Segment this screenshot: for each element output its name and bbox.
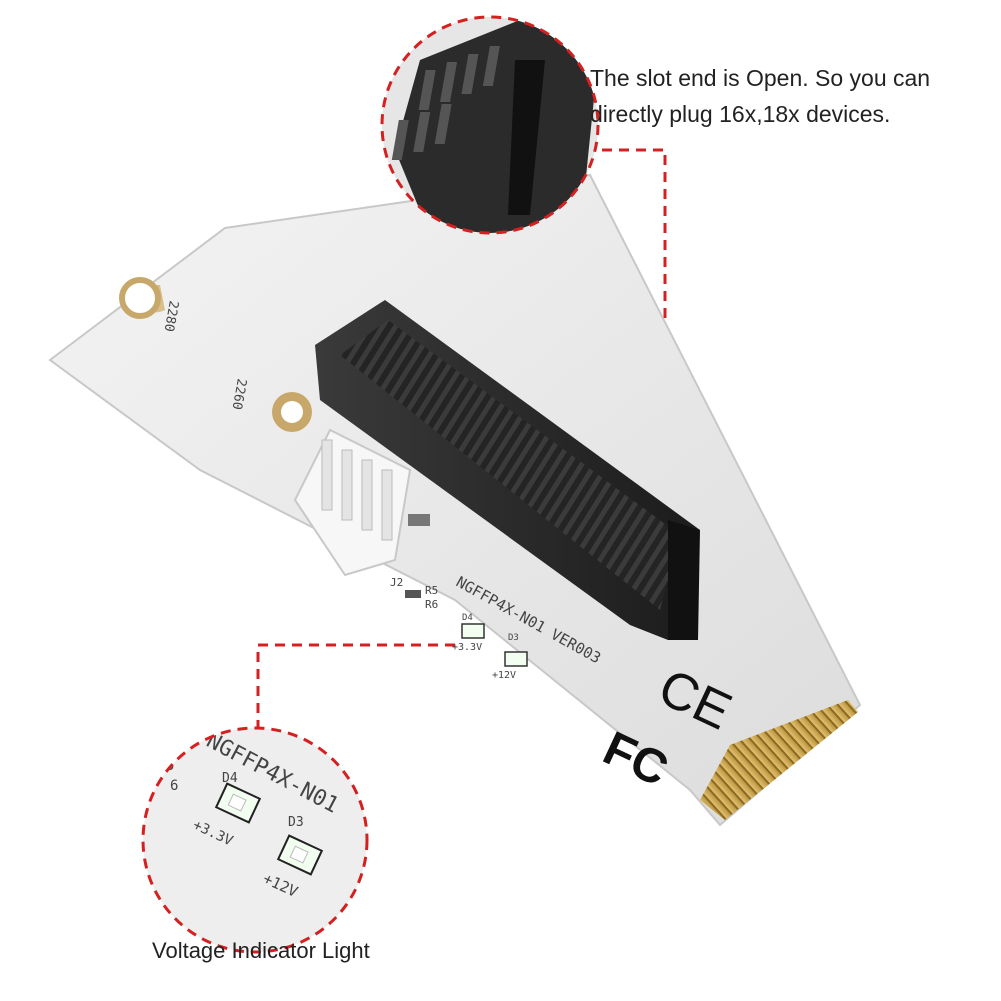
slot-end-annotation: The slot end is Open. So you can directl… [590, 60, 990, 132]
slot-note-line2: directly plug 16x,18x devices. [590, 101, 891, 127]
pcb-body [48, 173, 862, 827]
gold-fingers [700, 700, 858, 820]
label-j2: J2 [390, 576, 403, 589]
power-header [293, 428, 412, 577]
zoom-led-d4-label: D4 [222, 771, 238, 786]
slot-note-line1: The slot end is Open. So you can [590, 65, 931, 91]
label-r6: R6 [425, 598, 438, 611]
led-d4-voltage: +3.3V [452, 642, 482, 653]
pcie-x4-slot [315, 300, 700, 640]
zoom-slot-open-channel [508, 60, 545, 215]
zoom-circle-slot-end [380, 15, 600, 235]
led-d4: D4 +3.3V [452, 613, 485, 653]
label-r5: R5 [425, 584, 438, 597]
slot-open-end [668, 520, 700, 640]
slot-ribs [340, 320, 680, 610]
label-2260: 2260 [229, 377, 249, 410]
voltage-indicator-annotation: Voltage Indicator Light [152, 938, 370, 963]
m2-adapter-board: 2280 2260 J2 R5 R6 NGFFP4X-N01 VER003 D4 [48, 173, 862, 827]
led-d3-voltage: +12V [492, 670, 516, 681]
led-d3-label: D3 [508, 633, 519, 643]
zoom-circle-voltage-leds: NGFFP4X-N01 5 6 D4 +3.3V D3 +12V [141, 726, 369, 954]
led-d4-label: D4 [462, 613, 473, 623]
zoom-led-d3-label: D3 [288, 815, 304, 830]
label-2280: 2280 [161, 299, 181, 332]
zoom-pin-6: 6 [170, 778, 178, 794]
led-d3: D3 +12V [492, 633, 528, 681]
leader-line-bottom [256, 643, 455, 730]
